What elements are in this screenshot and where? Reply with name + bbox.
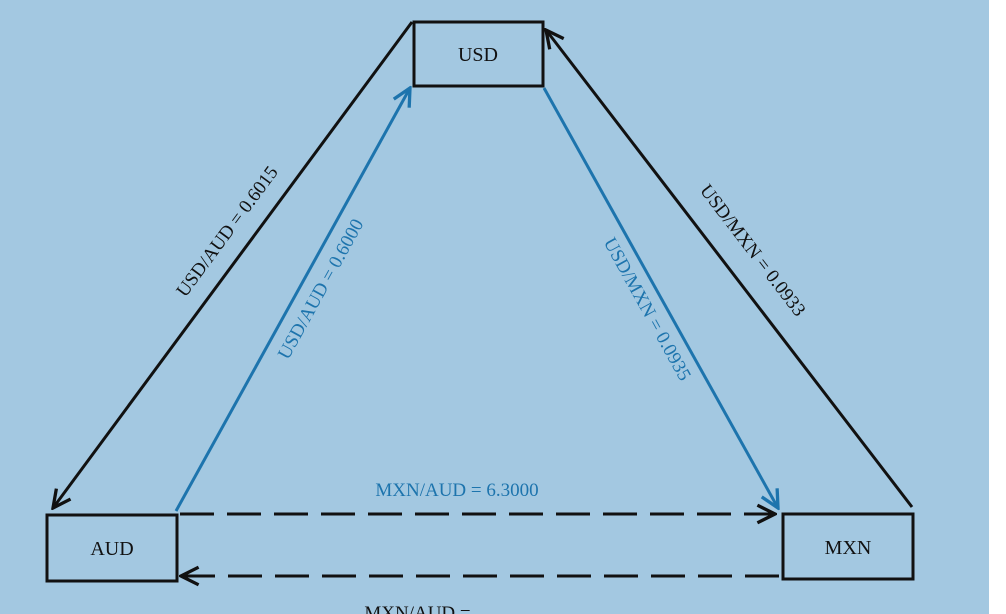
label-mxn-to-aud: MXN/AUD = ... — [364, 603, 489, 614]
label-usd-to-aud: USD/AUD = 0.6015 — [172, 162, 282, 301]
edge-mxn-to-usd-arrow — [546, 30, 914, 508]
edge-aud-to-usd-arrow — [174, 88, 410, 512]
node-aud-label: AUD — [90, 538, 133, 560]
node-usd-label: USD — [458, 44, 498, 66]
label-usd-to-mxn: USD/MXN = 0.0935 — [599, 234, 695, 384]
node-mxn-label: MXN — [825, 537, 872, 559]
node-usd: USD — [412, 20, 545, 88]
node-mxn: MXN — [781, 512, 915, 581]
label-aud-to-mxn: MXN/AUD = 6.3000 — [375, 480, 538, 501]
edge-usd-to-mxn-arrow — [542, 87, 778, 508]
edge-usd-to-aud-arrow — [53, 21, 414, 508]
node-aud: AUD — [45, 513, 179, 583]
label-aud-to-usd: USD/AUD = 0.6000 — [274, 216, 368, 363]
